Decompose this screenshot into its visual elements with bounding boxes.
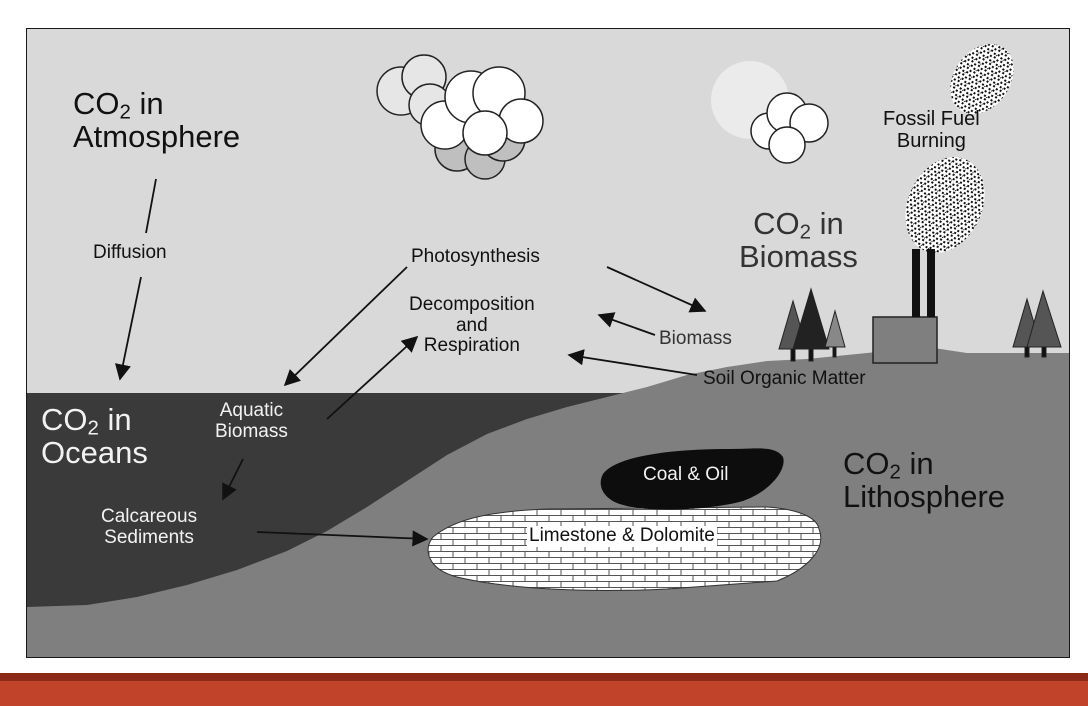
land [27, 347, 1069, 657]
arrow-aquatic-calcareous [222, 458, 244, 501]
arrow-diffusion-bottom [115, 276, 142, 381]
limestone-deposit [427, 506, 822, 591]
smoke-icon [905, 43, 1014, 253]
co2-atmosphere-label: CO2 in Atmosphere [73, 86, 241, 155]
footer-band [0, 681, 1088, 706]
coal-oil-deposit [600, 448, 784, 510]
arrow-soil-respiration [567, 349, 698, 376]
decomposition-respiration-label: Decomposition and Respiration [409, 294, 535, 357]
diagram-graphics [27, 29, 1069, 657]
fossil-fuel-burning-label: Fossil Fuel Burning [883, 108, 980, 152]
photosynthesis-label: Photosynthesis [411, 246, 540, 267]
carbon-cycle-diagram: CO2 in Atmosphere CO2 in Biomass CO2 in … [26, 28, 1070, 658]
factory-icon [872, 316, 938, 364]
biomass-label: Biomass [659, 328, 732, 349]
footer-band-dark [0, 673, 1088, 681]
soil-organic-matter-label: Soil Organic Matter [703, 368, 866, 389]
calcareous-sediments-label: Calcareous Sediments [101, 506, 198, 548]
diffusion-label: Diffusion [93, 242, 167, 263]
tree-icon [778, 287, 1062, 362]
aquatic-biomass-label: Aquatic Biomass [215, 400, 288, 442]
arrow-biomass-decomposition [597, 312, 656, 336]
coal-oil-label: Coal & Oil [643, 464, 729, 485]
arrow-photosynthesis-biomass [606, 266, 707, 313]
arrow-photosynthesis-aquatic [283, 266, 408, 387]
co2-lithosphere-label: CO2 in Lithosphere [843, 446, 1006, 515]
cloud-icon [376, 54, 544, 180]
co2-oceans-label: CO2 in Oceans [41, 402, 148, 471]
arrow-calcareous-limestone [256, 530, 429, 547]
co2-biomass-label: CO2 in Biomass [739, 206, 858, 275]
chimney-icon [912, 249, 935, 317]
arrow-diffusion-top [145, 178, 157, 234]
cloud-icon [750, 92, 829, 164]
limestone-dolomite-label: Limestone & Dolomite [527, 525, 717, 547]
arrow-aquatic-respiration [326, 335, 419, 420]
flow-arrows [115, 178, 707, 547]
